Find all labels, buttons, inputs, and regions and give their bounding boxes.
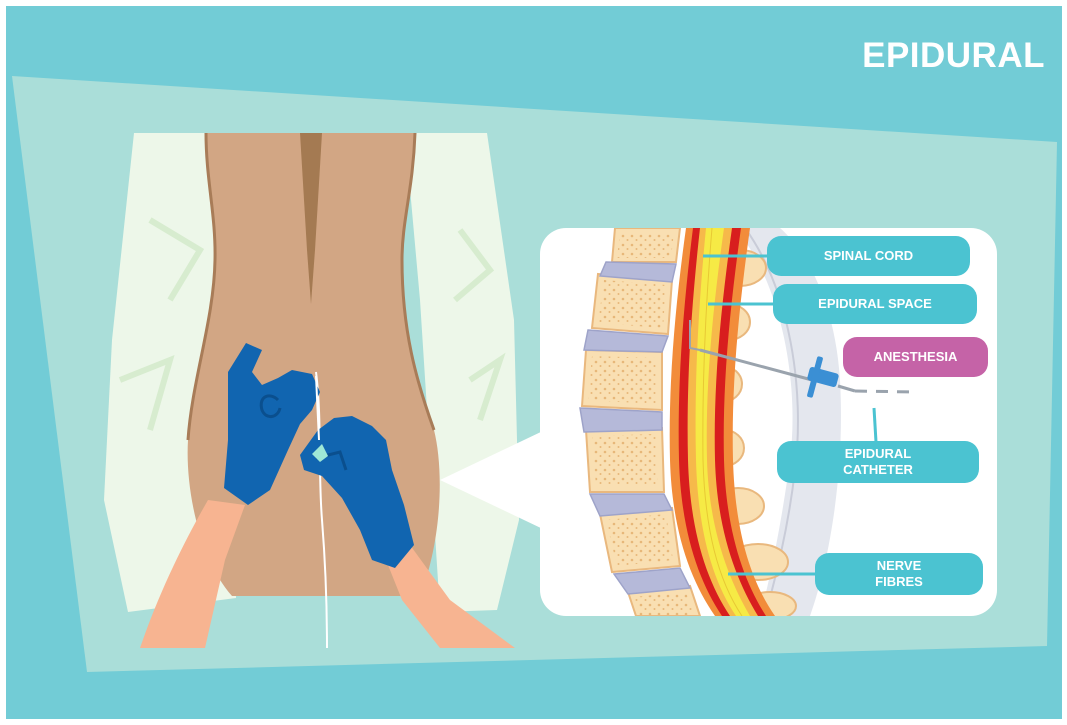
label-spinal-cord-text: SPINAL CORD bbox=[824, 248, 913, 264]
label-nerve-fibres: NERVE FIBRES bbox=[815, 553, 983, 595]
label-spinal-cord: SPINAL CORD bbox=[767, 236, 970, 276]
label-epidural-catheter-line1: EPIDURAL bbox=[845, 446, 911, 462]
label-epidural-catheter: EPIDURAL CATHETER bbox=[777, 441, 979, 483]
label-anesthesia-text: ANESTHESIA bbox=[874, 349, 958, 365]
label-epidural-space: EPIDURAL SPACE bbox=[773, 284, 977, 324]
label-epidural-space-text: EPIDURAL SPACE bbox=[818, 296, 932, 312]
label-anesthesia: ANESTHESIA bbox=[843, 337, 988, 377]
label-nerve-fibres-line1: NERVE bbox=[877, 558, 922, 574]
label-epidural-catheter-line2: CATHETER bbox=[843, 462, 913, 478]
label-nerve-fibres-line2: FIBRES bbox=[875, 574, 923, 590]
page-title: EPIDURAL bbox=[862, 36, 1045, 76]
